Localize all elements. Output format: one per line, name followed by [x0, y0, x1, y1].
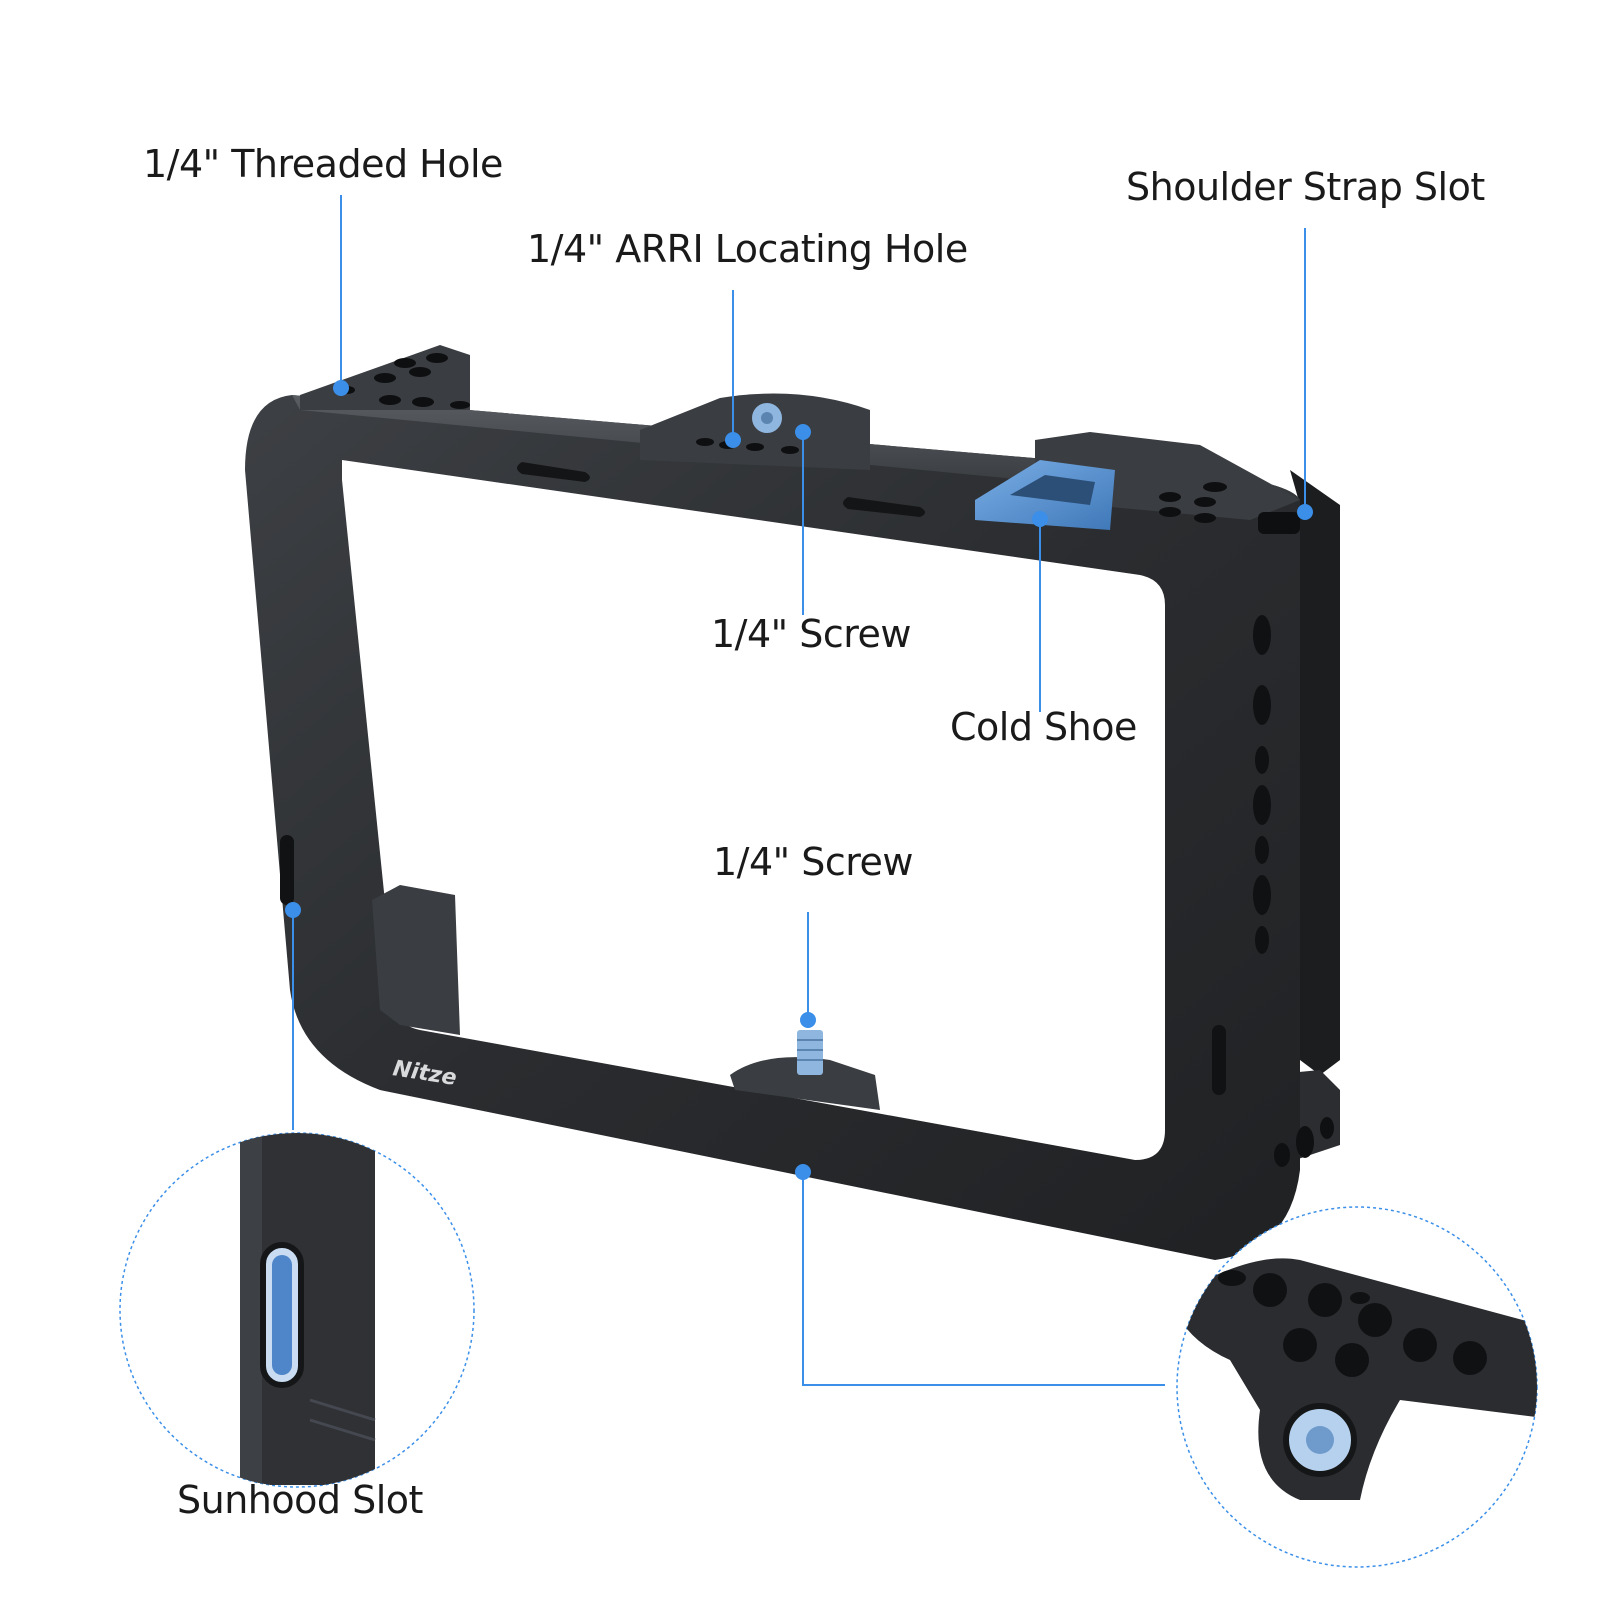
sunhood-zoom-circle	[119, 1132, 475, 1488]
left-inner-block	[372, 885, 460, 1035]
top-plate-zoom-circle	[1176, 1206, 1538, 1568]
callout-lines	[292, 195, 1306, 1386]
cage-right-side	[1290, 470, 1340, 1075]
label-sunhood-slot: Sunhood Slot	[177, 1478, 423, 1522]
bottom-center-mount	[730, 1057, 880, 1110]
cage-frame	[245, 395, 1300, 1260]
label-arri-locating-hole: 1/4" ARRI Locating Hole	[527, 227, 968, 271]
shoulder-strap-slot	[1258, 512, 1300, 534]
top-slots	[517, 462, 925, 517]
label-top-screw: 1/4" Screw	[711, 612, 911, 656]
label-bottom-screw: 1/4" Screw	[713, 840, 913, 884]
left-sunhood-slot	[280, 835, 294, 905]
callout-dots	[285, 380, 1313, 1180]
right-side-holes	[1253, 615, 1271, 954]
bottom-right-holes	[1274, 1117, 1334, 1167]
label-threaded-hole: 1/4" Threaded Hole	[143, 142, 503, 186]
cold-shoe-slot	[1010, 475, 1095, 505]
bottom-screw	[797, 1030, 823, 1075]
label-cold-shoe: Cold Shoe	[950, 705, 1137, 749]
right-lower-slot	[1212, 1025, 1226, 1095]
label-shoulder-strap-slot: Shoulder Strap Slot	[1126, 165, 1485, 209]
